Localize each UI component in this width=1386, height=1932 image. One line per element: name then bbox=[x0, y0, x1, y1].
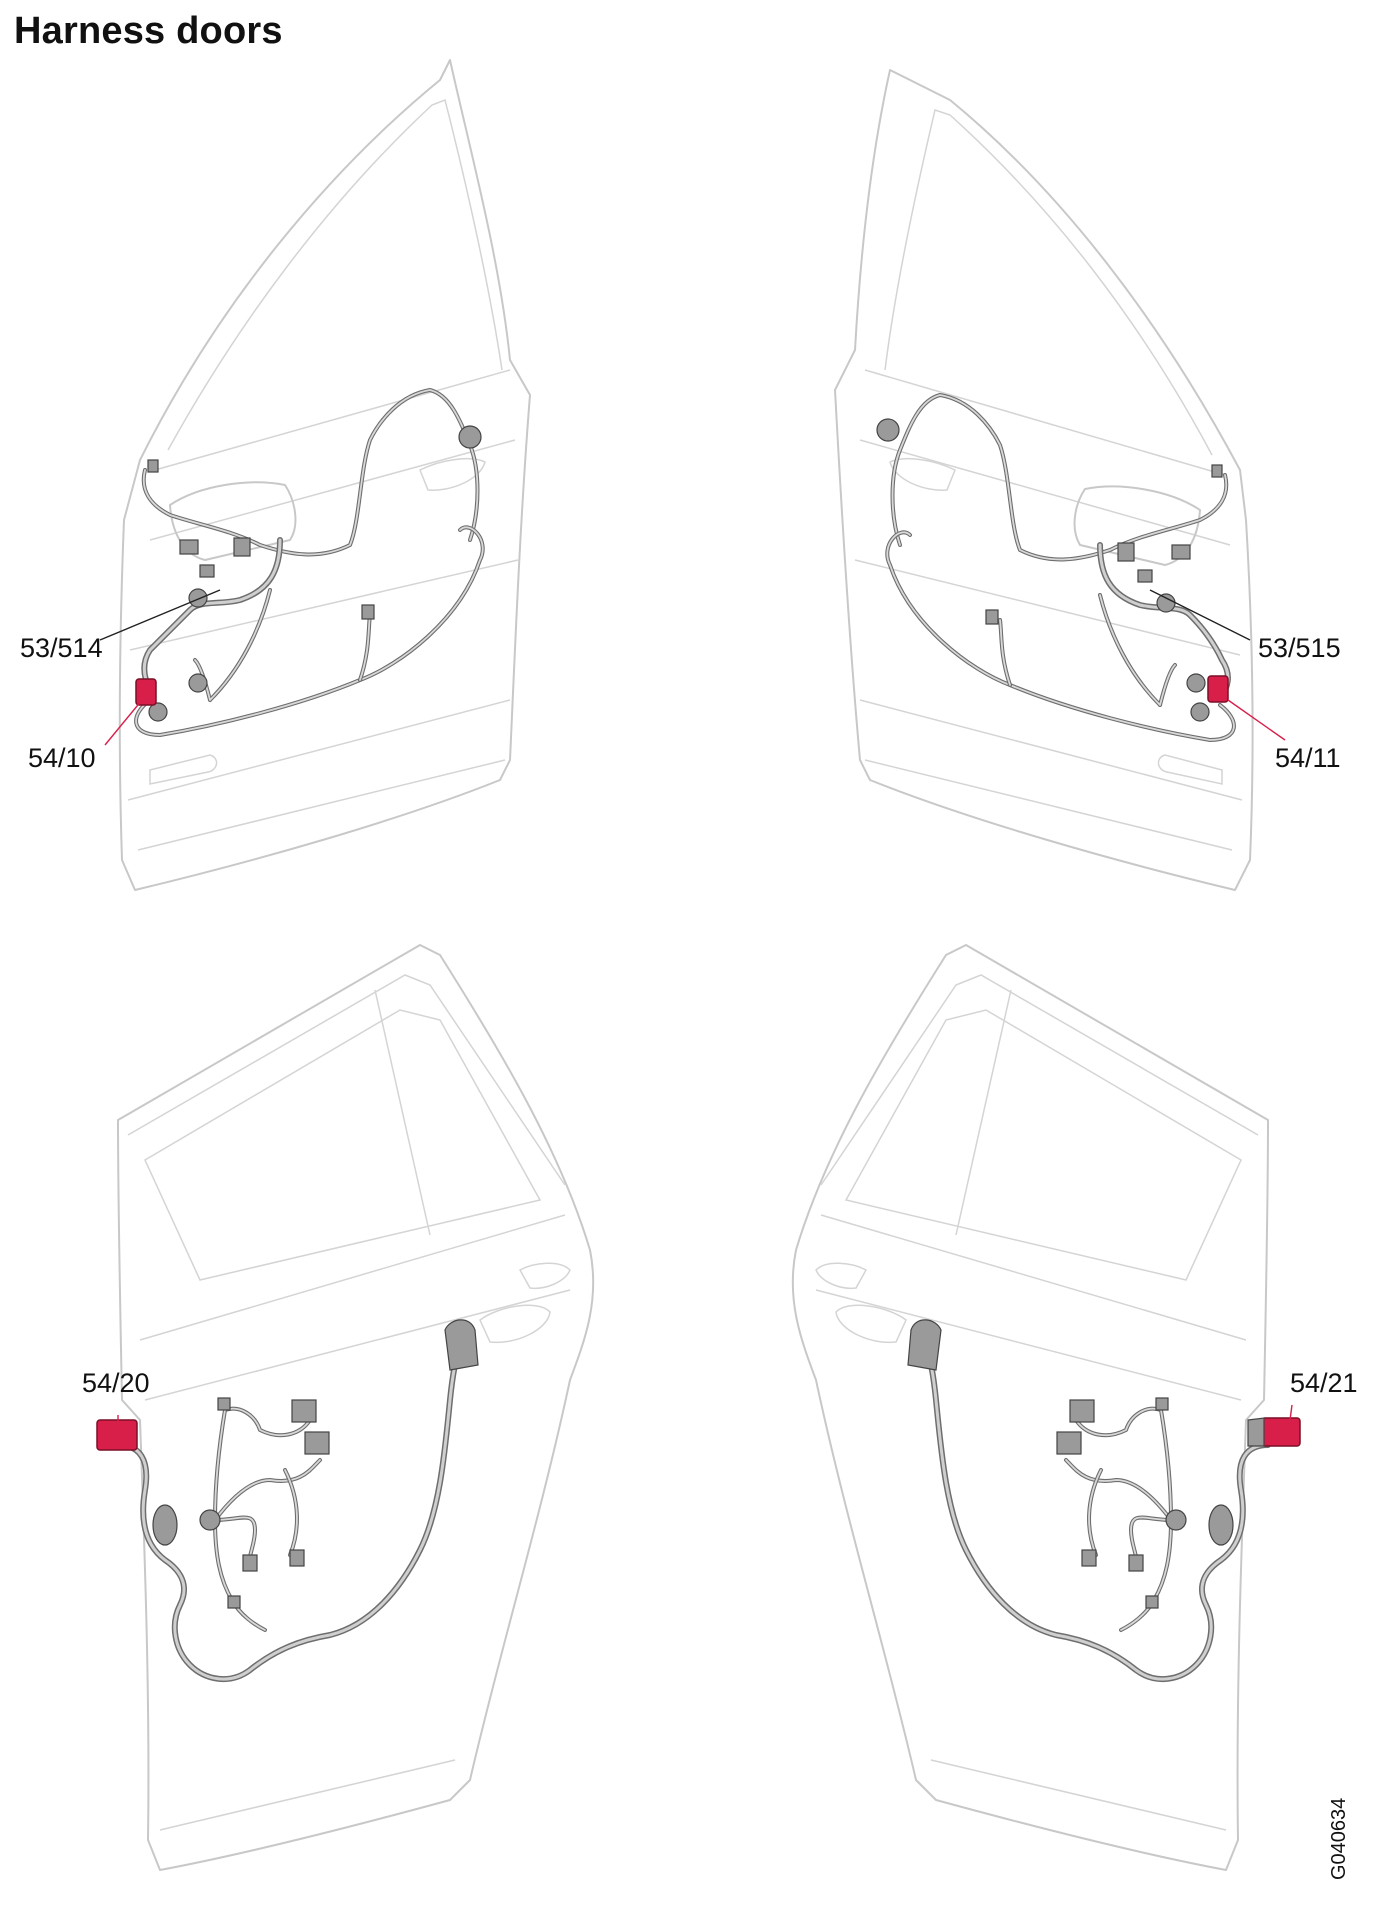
rear-right-door bbox=[791, 944, 1269, 1871]
label-54-21: 54/21 bbox=[1290, 1368, 1358, 1398]
connector-54-20 bbox=[96, 1419, 138, 1451]
connector-54-11 bbox=[1207, 675, 1229, 703]
connector-54-21 bbox=[1261, 1417, 1301, 1447]
leader-53-514 bbox=[99, 589, 221, 641]
leader-54-11 bbox=[1227, 699, 1286, 741]
rear-left-harness bbox=[96, 1319, 479, 1683]
label-53-514: 53/514 bbox=[20, 633, 103, 663]
front-left-door bbox=[118, 59, 531, 891]
front-right-door bbox=[834, 69, 1254, 891]
label-53-515: 53/515 bbox=[1258, 633, 1341, 663]
front-right-harness bbox=[876, 393, 1236, 742]
diagram-title: Harness doors bbox=[14, 10, 283, 52]
rear-right-harness bbox=[907, 1319, 1301, 1683]
leader-54-21 bbox=[1289, 1404, 1293, 1421]
figure-code: G040634 bbox=[1328, 1797, 1350, 1880]
connector-54-10 bbox=[135, 678, 157, 706]
front-left-harness bbox=[134, 388, 485, 737]
leader-53-515 bbox=[1149, 589, 1251, 641]
label-54-10: 54/10 bbox=[28, 743, 96, 773]
label-54-20: 54/20 bbox=[82, 1368, 150, 1398]
rear-left-door bbox=[117, 944, 595, 1871]
leader-54-10 bbox=[104, 699, 143, 746]
label-54-11: 54/11 bbox=[1275, 743, 1341, 773]
